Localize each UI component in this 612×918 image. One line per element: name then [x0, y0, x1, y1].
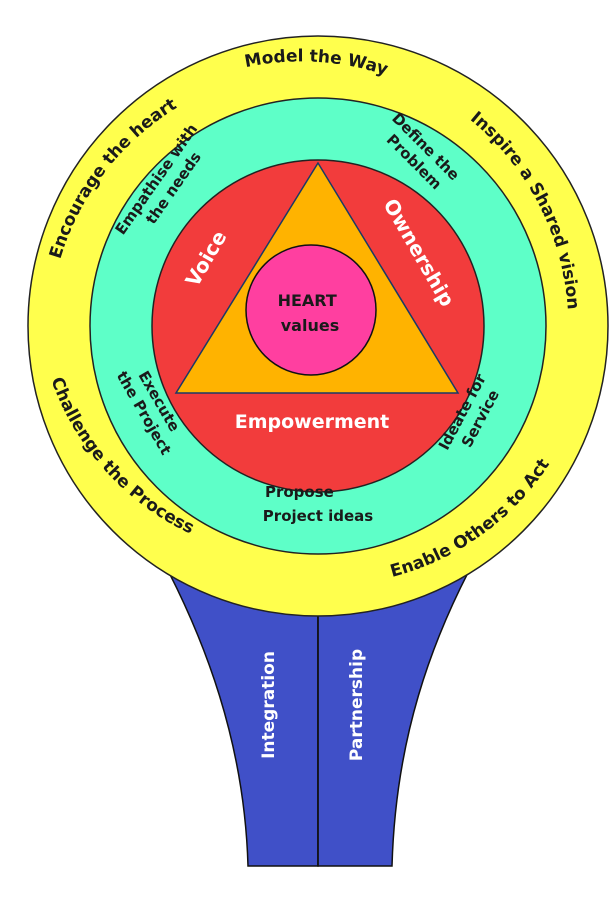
inner-label-empowerment: Empowerment: [235, 411, 390, 433]
heart-values-circle: [245, 244, 377, 376]
stem-label-partnership: Partnership: [347, 649, 367, 761]
center-label: HEART values: [278, 291, 343, 335]
middle-label-bottom: Propose Project ideas: [263, 483, 373, 525]
stem-label-integration: Integration: [259, 651, 279, 759]
